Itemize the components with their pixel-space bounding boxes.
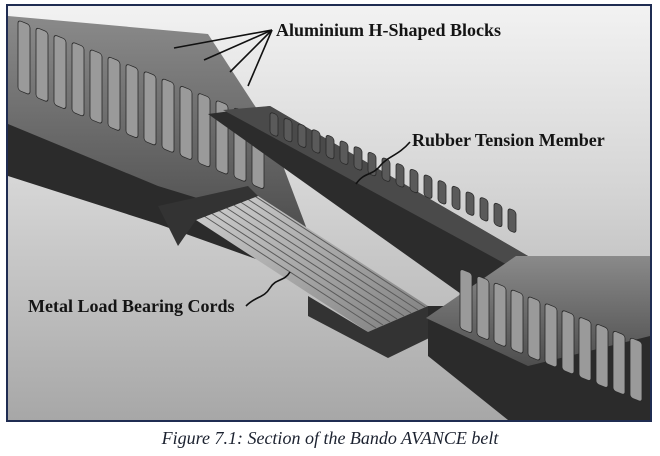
cord-strand xyxy=(224,206,398,320)
rubber-tension-member-top xyxy=(223,106,528,268)
tension-member-ridge xyxy=(325,135,335,160)
tension-member-ridge xyxy=(339,140,349,165)
tension-member-ridge xyxy=(367,151,377,177)
label-metal-cords: Metal Load Bearing Cords xyxy=(28,296,235,316)
right-block-ridges xyxy=(459,269,643,402)
aluminium-block xyxy=(578,317,592,382)
leader-line-tension xyxy=(355,141,411,185)
tension-member-ridge xyxy=(423,174,433,199)
aluminium-block xyxy=(493,282,507,347)
aluminium-block xyxy=(53,35,67,109)
label-aluminium-blocks: Aluminium H-Shaped Blocks xyxy=(276,20,501,40)
tension-member-ridge xyxy=(437,180,447,205)
tension-member-ridge xyxy=(395,163,405,188)
lower-rubber-teeth-right xyxy=(308,296,458,358)
aluminium-block xyxy=(629,337,643,402)
aluminium-block xyxy=(161,78,175,153)
tension-member-ridge xyxy=(479,197,489,222)
tension-member-ridge xyxy=(493,202,503,228)
tension-member-ridge xyxy=(465,191,475,216)
tension-member-ridge xyxy=(451,185,461,211)
aluminium-block xyxy=(197,93,211,168)
tension-member-ridge xyxy=(283,118,293,143)
cord-strand xyxy=(210,212,384,326)
tension-member-ridge xyxy=(297,123,307,148)
cord-strand xyxy=(217,209,391,323)
tension-member-ridge xyxy=(311,129,321,154)
lower-rubber-teeth xyxy=(158,186,258,246)
aluminium-block xyxy=(35,27,49,102)
tension-member-ridges xyxy=(269,112,517,233)
cord-strand xyxy=(252,194,426,308)
aluminium-block xyxy=(476,276,490,340)
aluminium-block xyxy=(17,20,31,95)
tension-member-ridge xyxy=(353,146,363,171)
aluminium-block xyxy=(125,64,139,138)
leader-line-blocks-3 xyxy=(229,29,273,73)
aluminium-block xyxy=(510,289,524,354)
figure-frame: Aluminium H-Shaped Blocks Rubber Tension… xyxy=(6,4,652,422)
cord-strand xyxy=(231,203,405,317)
leader-lines xyxy=(173,29,411,307)
aluminium-block xyxy=(527,296,541,361)
aluminium-block xyxy=(143,71,157,146)
cord-strand xyxy=(245,197,419,311)
figure-caption: Figure 7.1: Section of the Bando AVANCE … xyxy=(161,428,499,448)
aluminium-block xyxy=(179,86,193,160)
tension-member-ridge xyxy=(381,157,391,182)
label-rubber-tension-member: Rubber Tension Member xyxy=(412,130,605,150)
belt-section-diagram: Aluminium H-Shaped Blocks Rubber Tension… xyxy=(8,6,650,420)
tension-member-ridge xyxy=(409,168,419,194)
aluminium-block xyxy=(71,42,85,117)
aluminium-block xyxy=(107,56,121,131)
tension-member-ridge xyxy=(269,112,279,137)
aluminium-block xyxy=(544,303,558,368)
leader-line-blocks-1 xyxy=(173,29,273,49)
aluminium-block xyxy=(561,310,575,375)
rubber-tension-member xyxy=(208,106,528,306)
cord-strand xyxy=(238,200,412,314)
tension-member-ridge xyxy=(507,208,517,233)
aluminium-block xyxy=(89,49,103,124)
aluminium-block xyxy=(595,324,609,388)
leader-line-blocks-4 xyxy=(247,29,273,87)
aluminium-block xyxy=(612,330,626,395)
leader-line-cords xyxy=(245,271,291,307)
aluminium-block xyxy=(459,269,473,333)
leader-line-blocks-2 xyxy=(203,29,273,61)
